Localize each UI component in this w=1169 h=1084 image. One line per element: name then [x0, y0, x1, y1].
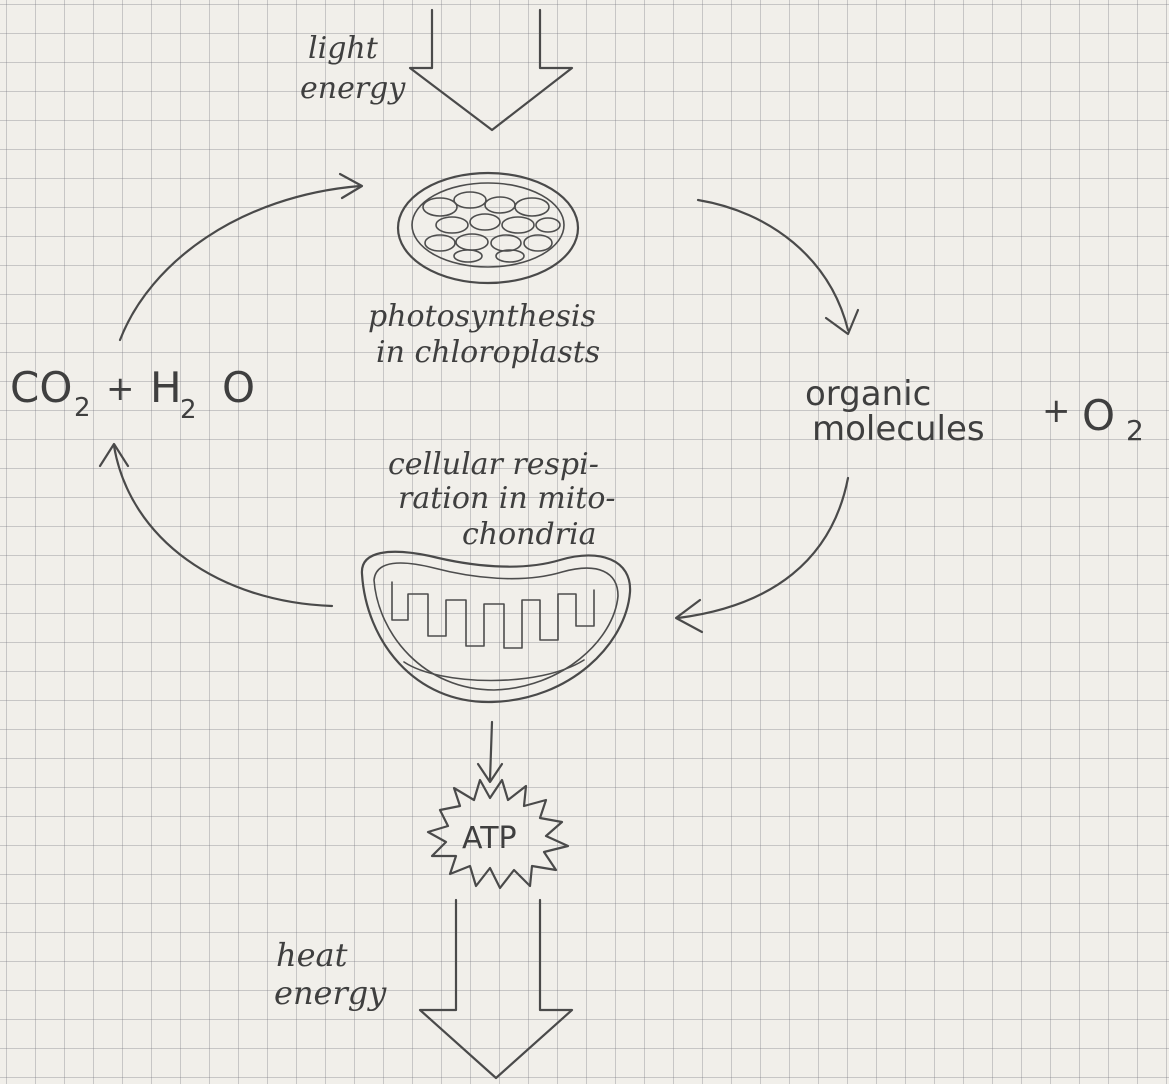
h2o-o-label: O	[222, 363, 255, 412]
plus-o2-plus-sign: +	[1042, 391, 1071, 431]
respiration-label-line3: chondria	[462, 517, 597, 552]
mitochondrion-icon	[360, 550, 632, 704]
arrow-to-co2-h2o	[98, 442, 334, 608]
organic-label-line1: organic	[805, 374, 931, 414]
arrow-to-mitochondrion	[674, 476, 850, 634]
organic-label-line2: molecules	[812, 409, 985, 449]
o2-label: O	[1082, 391, 1115, 440]
co2-label: CO	[10, 363, 72, 412]
arrow-to-chloroplast	[118, 172, 364, 342]
arrow-to-atp	[476, 720, 504, 784]
respiration-label-line1: cellular respi-	[388, 447, 599, 482]
chloroplast-icon	[396, 171, 580, 285]
light-energy-label-line2: energy	[300, 71, 406, 106]
light-energy-label-line1: light	[308, 31, 379, 66]
photosynthesis-label-line2: in chloroplasts	[376, 335, 600, 370]
respiration-label-line2: ration in mito-	[398, 481, 616, 516]
atp-label: ATP	[462, 821, 517, 856]
light-energy-arrow	[408, 8, 574, 132]
co2-subscript: 2	[74, 393, 91, 423]
atp-burst-icon	[426, 778, 570, 890]
h2o-h-label: H	[150, 363, 182, 412]
heat-energy-arrow	[418, 898, 574, 1080]
heat-energy-label-line1: heat	[276, 936, 348, 974]
o2-subscript: 2	[1126, 414, 1144, 447]
arrow-to-organic-molecules	[696, 198, 860, 336]
photosynthesis-label-line1: photosynthesis	[368, 299, 596, 334]
h2o-subscript: 2	[180, 395, 197, 425]
heat-energy-label-line2: energy	[274, 974, 387, 1012]
co2-h2o-plus-sign: +	[106, 369, 135, 409]
